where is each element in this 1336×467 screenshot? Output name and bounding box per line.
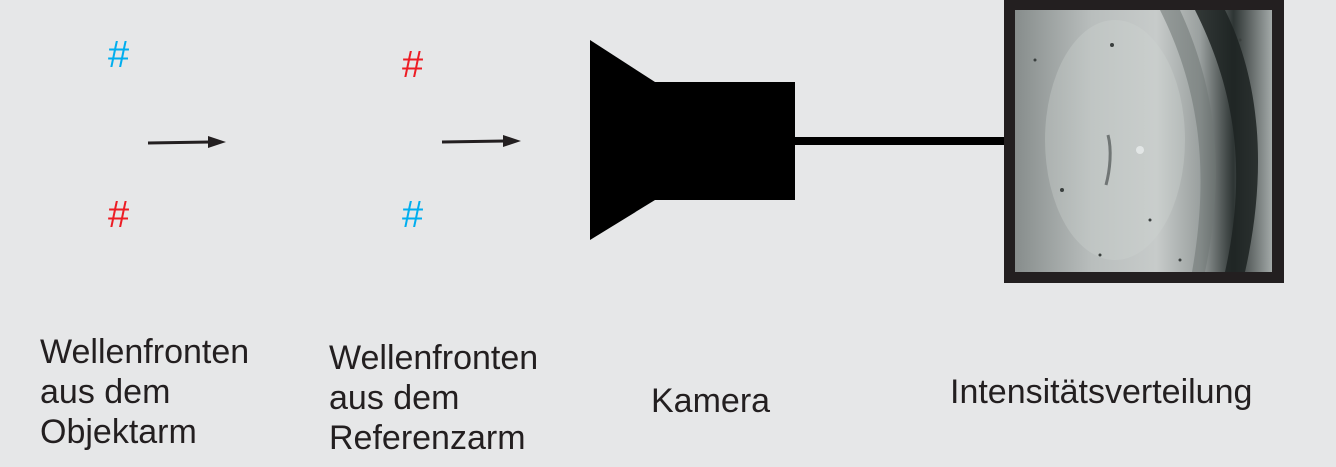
reference-wavefront-top-symbol: # (402, 44, 424, 86)
caption-object-arm-line-2: aus dem (40, 373, 171, 411)
caption-camera-line-1: Kamera (651, 382, 771, 420)
intensity-image (1004, 0, 1284, 283)
caption-reference-arm: Wellenfronten aus dem Referenzarm (329, 338, 538, 458)
caption-reference-arm-line-3: Referenzarm (329, 419, 526, 457)
object-wavefront-bottom-symbol: # (108, 194, 130, 236)
caption-reference-arm-line-2: aus dem (329, 379, 460, 417)
caption-intensity: Intensitätsverteilung (950, 372, 1252, 412)
caption-object-arm-line-3: Objektarm (40, 413, 197, 451)
camera-icon (590, 40, 795, 240)
caption-reference-arm-line-1: Wellenfronten (329, 339, 539, 377)
arrow-right-icon (441, 135, 521, 147)
caption-intensity-line-1: Intensitätsverteilung (950, 373, 1253, 411)
object-wavefront-top-symbol: # (108, 34, 130, 76)
arrow-right-icon (147, 136, 226, 148)
caption-object-arm: Wellenfronten aus dem Objektarm (40, 332, 249, 452)
reference-wavefront-bottom-symbol: # (402, 194, 424, 236)
caption-camera: Kamera (651, 381, 770, 421)
caption-object-arm-line-1: Wellenfronten (40, 333, 250, 371)
